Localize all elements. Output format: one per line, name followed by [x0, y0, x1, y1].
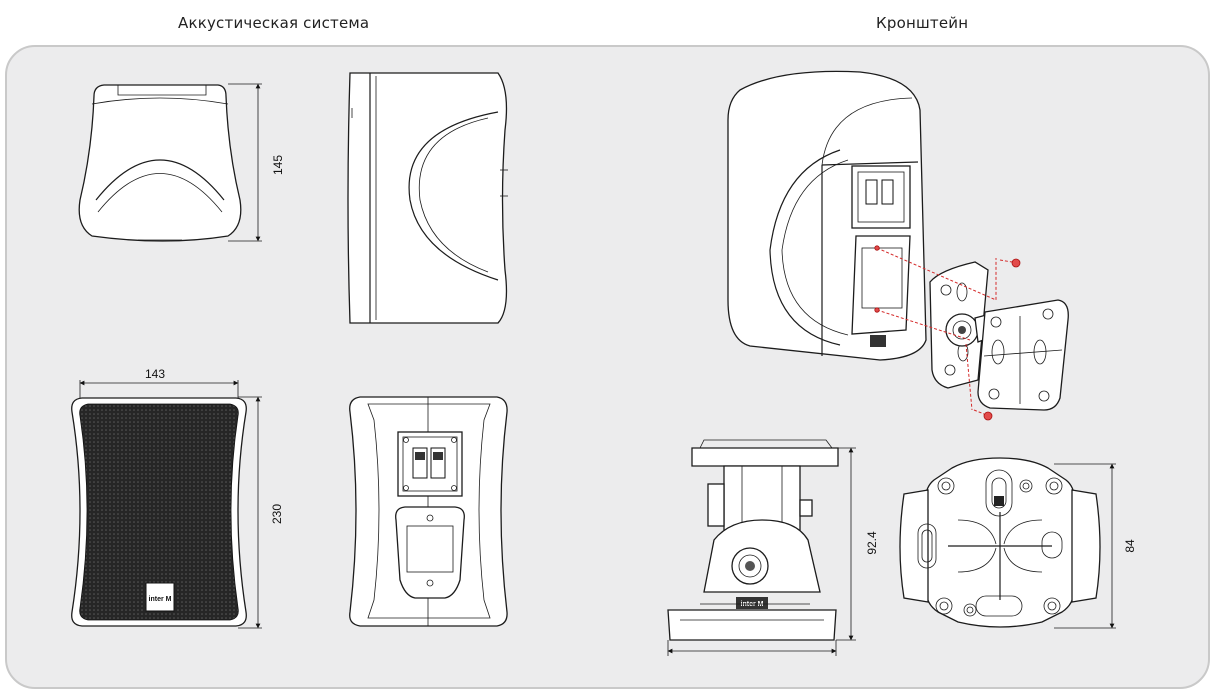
- speaker-top-view: [78, 84, 242, 242]
- speaker-front-view: inter M: [71, 397, 247, 627]
- speaker-section-title: Аккустическая система: [178, 14, 370, 32]
- dimension-230: 230: [238, 396, 284, 629]
- dimension-bracket-width: [667, 640, 837, 656]
- dim-label-230: 230: [270, 504, 284, 524]
- dimension-84: 84: [1054, 463, 1137, 629]
- dimension-92-4: 92.4: [836, 447, 879, 641]
- speaker-side-view: [347, 72, 508, 324]
- front-logo: inter M: [149, 596, 172, 603]
- dimension-143: 143: [79, 367, 239, 398]
- dim-label-145: 145: [271, 155, 285, 175]
- bracket-plate-front-view: [899, 457, 1101, 628]
- bracket-logo: inter M: [741, 601, 764, 608]
- bracket-section-title: Кронштейн: [876, 14, 969, 32]
- speaker-bracket-isometric: [727, 70, 1069, 421]
- speaker-rear-view: [349, 396, 508, 627]
- dim-label-92-4: 92.4: [865, 531, 879, 555]
- dim-label-84: 84: [1123, 539, 1137, 553]
- dimension-145: 145: [228, 83, 285, 242]
- bracket-side-view: inter M: [667, 439, 839, 641]
- dim-label-143: 143: [145, 367, 165, 381]
